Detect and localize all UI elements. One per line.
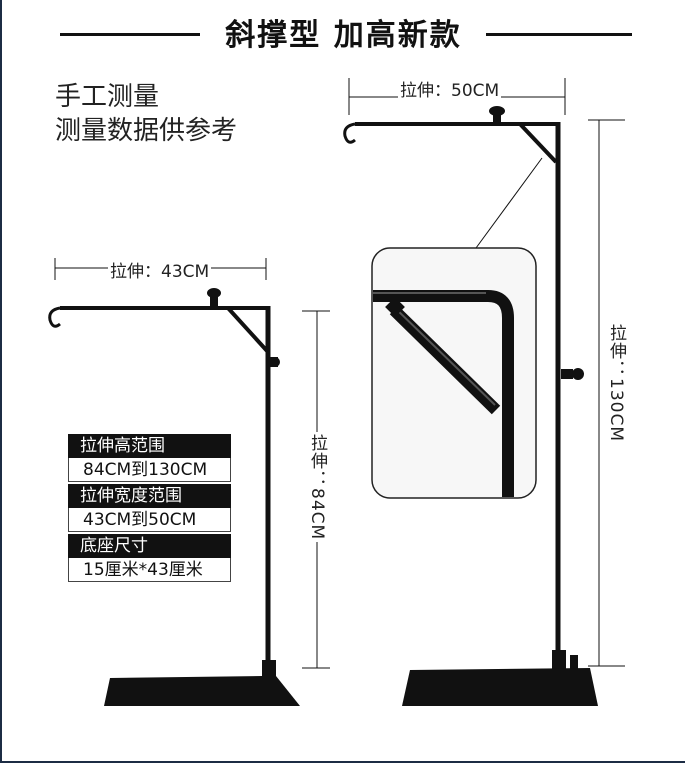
large-top-knob (489, 106, 505, 116)
small-brace (226, 306, 270, 354)
large-height-label: 拉伸：130CM (604, 322, 629, 444)
spec-value-width-range: 43CM到50CM (68, 508, 231, 532)
spec-label-height-range: 拉伸高范围 (68, 434, 231, 458)
large-base (402, 668, 598, 706)
page-title: 斜撑型 加高新款 (225, 18, 462, 53)
small-hook (48, 306, 61, 328)
small-top-knob (207, 288, 221, 298)
spec-label-base-size: 底座尺寸 (68, 534, 231, 558)
large-brace (518, 122, 558, 164)
title-rule-right (486, 33, 632, 36)
detail-callout (371, 247, 537, 499)
note-line-1: 手工测量 (55, 82, 160, 112)
large-width-label: 拉伸：50CM (398, 76, 502, 101)
small-base (104, 676, 300, 706)
spec-label-width-range: 拉伸宽度范围 (68, 484, 231, 508)
small-height-label: 拉伸：84CM (305, 432, 330, 543)
note-line-2: 测量数据供参考 (55, 116, 238, 146)
small-width-label: 拉伸：43CM (108, 257, 212, 282)
spec-value-height-range: 84CM到130CM (68, 458, 231, 482)
spec-table: 拉伸高范围 84CM到130CM 拉伸宽度范围 43CM到50CM 底座尺寸 1… (68, 434, 231, 582)
small-stand (48, 258, 330, 706)
spec-value-base-size: 15厘米*43厘米 (68, 558, 231, 582)
callout-leader (475, 157, 543, 249)
title-rule-left (60, 33, 200, 36)
large-side-knob (572, 368, 584, 380)
large-stand (343, 78, 625, 706)
large-hook (343, 122, 356, 144)
